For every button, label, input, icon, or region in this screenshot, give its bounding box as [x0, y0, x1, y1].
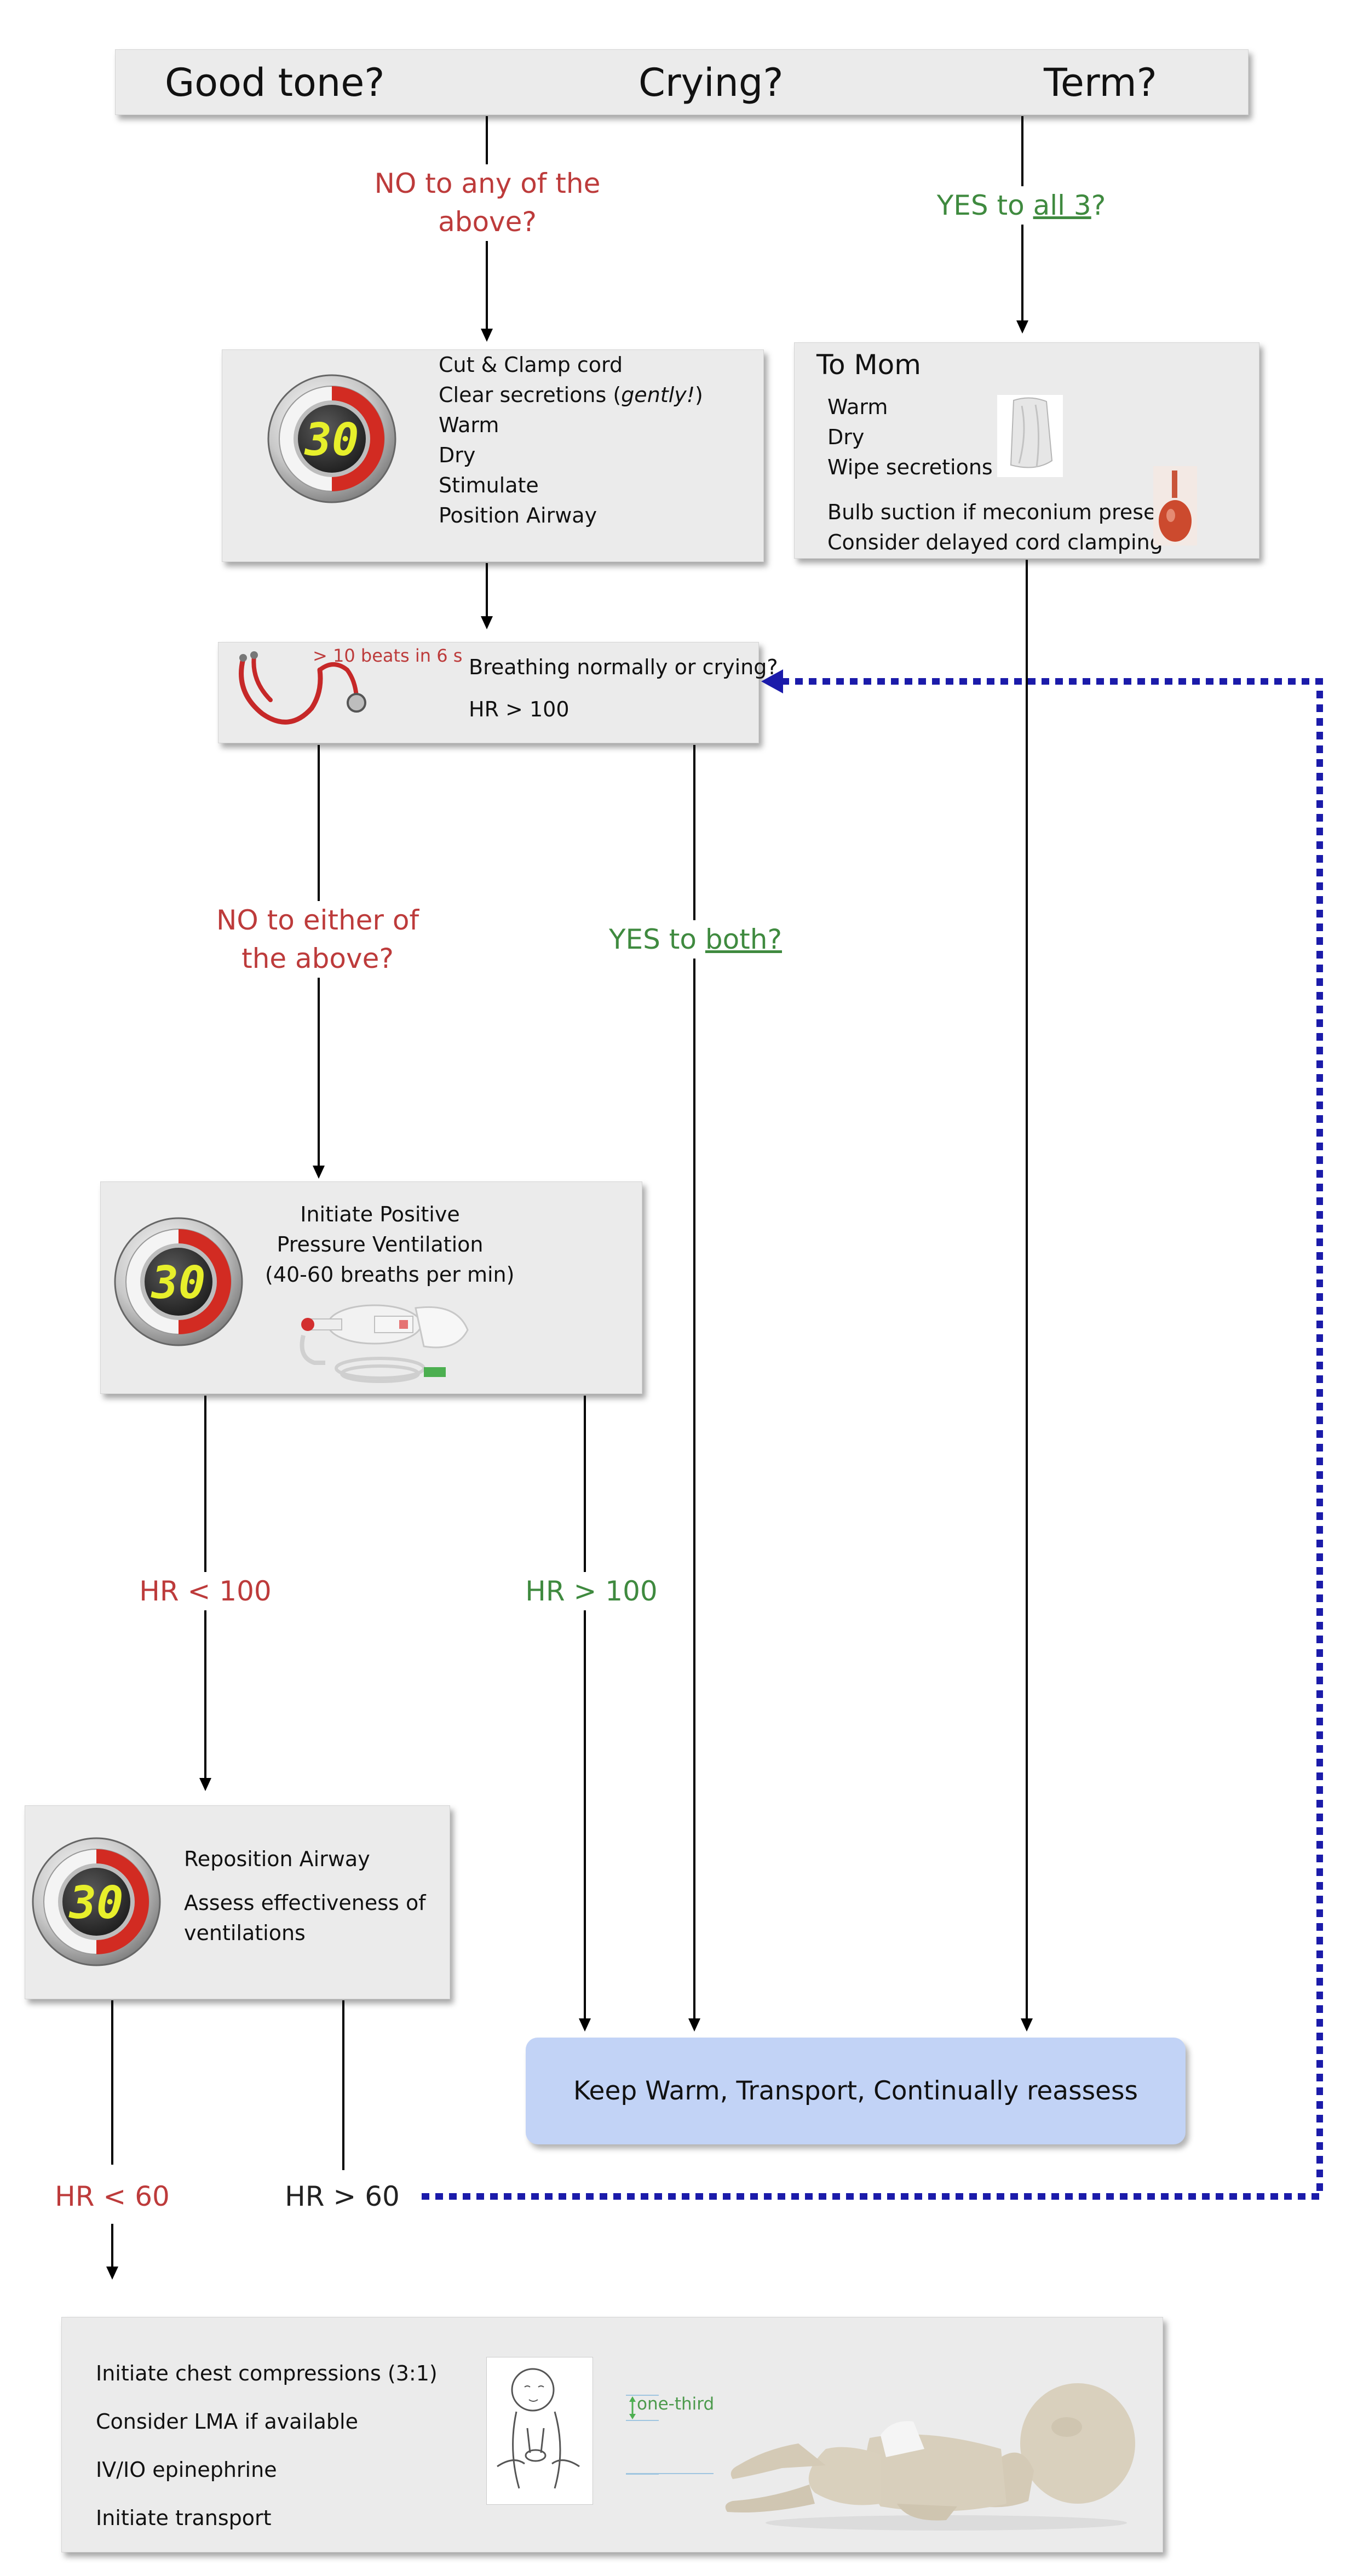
header-questions-bar: Good tone? Crying? Term?	[115, 49, 1249, 115]
arrow-head	[1021, 2018, 1033, 2032]
keep-warm-box: Keep Warm, Transport, Continually reasse…	[526, 2038, 1186, 2144]
label-hr-gt-60: HR > 60	[263, 2177, 422, 2216]
step-emphasis: gently!	[621, 383, 695, 407]
label-underlined: both?	[705, 923, 783, 955]
arrow-head	[579, 2018, 591, 2032]
question-good-tone: Good tone?	[165, 60, 385, 105]
to-mom-box: To Mom Warm Dry Wipe secretions Bulb suc…	[794, 342, 1259, 559]
timer-30-icon	[113, 1216, 244, 1347]
timer-30-icon	[31, 1836, 162, 1967]
label-prefix: YES to	[936, 190, 1033, 221]
ppv-line-1: Initiate Positive	[300, 1202, 460, 1226]
step-clear-secretions: Clear secretions (gently!)	[439, 380, 703, 410]
depth-label: one-third	[637, 2394, 715, 2414]
to-mom-title: To Mom	[816, 349, 921, 381]
bag-valve-mask-icon	[300, 1304, 469, 1383]
label-line: NO to either of	[216, 904, 419, 936]
assess-box: > 10 beats in 6 s Breathing normally or …	[218, 642, 778, 743]
ppv-box: Initiate Positive Pressure Ventilation (…	[100, 1181, 642, 1394]
keep-warm-text: Keep Warm, Transport, Continually reasse…	[573, 2076, 1138, 2106]
step-dry: Dry	[439, 443, 476, 467]
label-prefix: YES to	[608, 923, 705, 955]
connector-line	[111, 2224, 113, 2268]
label-yes-to-both: YES to both?	[580, 920, 810, 959]
step-position-airway: Position Airway	[439, 503, 597, 527]
label-line: the above?	[241, 943, 394, 974]
to-mom-list-top: Warm Dry Wipe secretions	[827, 392, 993, 483]
compressions-box: Initiate chest compressions (3:1) Consid…	[61, 2317, 1163, 2552]
spacer	[184, 1874, 426, 1888]
label-line: NO to any of the	[374, 168, 601, 199]
ppv-text: Initiate Positive Pressure Ventilation (…	[265, 1200, 515, 1290]
question-term: Term?	[1044, 60, 1157, 105]
assess-breathing: Breathing normally or crying?	[469, 655, 778, 679]
ppv-line-3: (40-60 breaths per min)	[265, 1263, 515, 1287]
connector-line	[342, 2000, 344, 2170]
arrow-head	[481, 329, 493, 342]
step-initiate-transport: Initiate transport	[96, 2506, 272, 2530]
reposition-line-1: Reposition Airway	[184, 1847, 370, 1871]
bulb-syringe-icon	[1153, 466, 1197, 546]
reposition-box: Reposition Airway Assess effectiveness o…	[25, 1805, 450, 1999]
stethoscope-icon	[239, 651, 366, 725]
depth-baseline	[626, 2473, 714, 2474]
mom-step-delayed-clamping: Consider delayed cord clamping	[827, 530, 1163, 554]
towel-icon	[997, 395, 1063, 477]
infant-manikin-icon	[725, 2383, 1135, 2531]
arrow-head	[1016, 320, 1028, 334]
step-consider-lma: Consider LMA if available	[96, 2409, 358, 2434]
stethoscope-note: > 10 beats in 6 s	[313, 645, 463, 666]
mom-step-warm: Warm	[827, 395, 888, 419]
label-hr-lt-60: HR < 60	[33, 2177, 192, 2216]
label-suffix: ?	[1091, 190, 1106, 221]
initial-steps-box: Cut & Clamp cord Clear secretions (gentl…	[222, 349, 764, 562]
label-hr-gt-100: HR > 100	[512, 1572, 671, 1610]
arrow-head	[106, 2267, 118, 2280]
step-stimulate: Stimulate	[439, 473, 539, 497]
assess-hr: HR > 100	[469, 697, 570, 721]
reposition-text: Reposition Airway Assess effectiveness o…	[184, 1844, 426, 1948]
connector-line	[111, 2000, 113, 2165]
mom-step-wipe: Wipe secretions	[827, 455, 993, 479]
label-hr-lt-100: HR < 100	[126, 1572, 285, 1610]
to-mom-list-bottom: Bulb suction if meconium present Conside…	[827, 497, 1177, 558]
reposition-line-2: Assess effectiveness of	[184, 1891, 426, 1915]
connector-line	[693, 745, 695, 2018]
step-cut-clamp: Cut & Clamp cord	[439, 353, 623, 377]
connector-line	[1026, 560, 1028, 2018]
question-crying: Crying?	[639, 60, 784, 105]
initial-steps-list: Cut & Clamp cord Clear secretions (gentl…	[439, 350, 703, 531]
step-warm: Warm	[439, 413, 499, 437]
label-no-to-either: NO to either of the above?	[192, 901, 444, 978]
connector-line	[486, 563, 488, 618]
label-yes-to-all: YES to all 3?	[887, 186, 1155, 225]
mom-step-dry: Dry	[827, 425, 865, 449]
ppv-line-2: Pressure Ventilation	[277, 1232, 484, 1257]
arrow-head	[313, 1166, 325, 1179]
step-text: )	[694, 383, 703, 407]
compressions-list: Initiate chest compressions (3:1) Consid…	[96, 2349, 438, 2542]
arrow-head	[199, 1778, 211, 1791]
label-line: above?	[438, 206, 537, 238]
mom-step-bulb-suction: Bulb suction if meconium present	[827, 500, 1178, 524]
step-epinephrine: IV/IO epinephrine	[96, 2458, 277, 2482]
label-underlined: all 3	[1033, 190, 1091, 221]
arrow-head	[481, 616, 493, 629]
infant-compression-sketch-icon	[486, 2357, 593, 2505]
reposition-line-3: ventilations	[184, 1921, 306, 1945]
step-chest-compressions: Initiate chest compressions (3:1)	[96, 2361, 438, 2385]
connector-line	[584, 1396, 586, 2018]
arrow-head	[688, 2018, 700, 2032]
step-text: Clear secretions (	[439, 383, 622, 407]
label-no-to-any: NO to any of the above?	[350, 164, 624, 241]
